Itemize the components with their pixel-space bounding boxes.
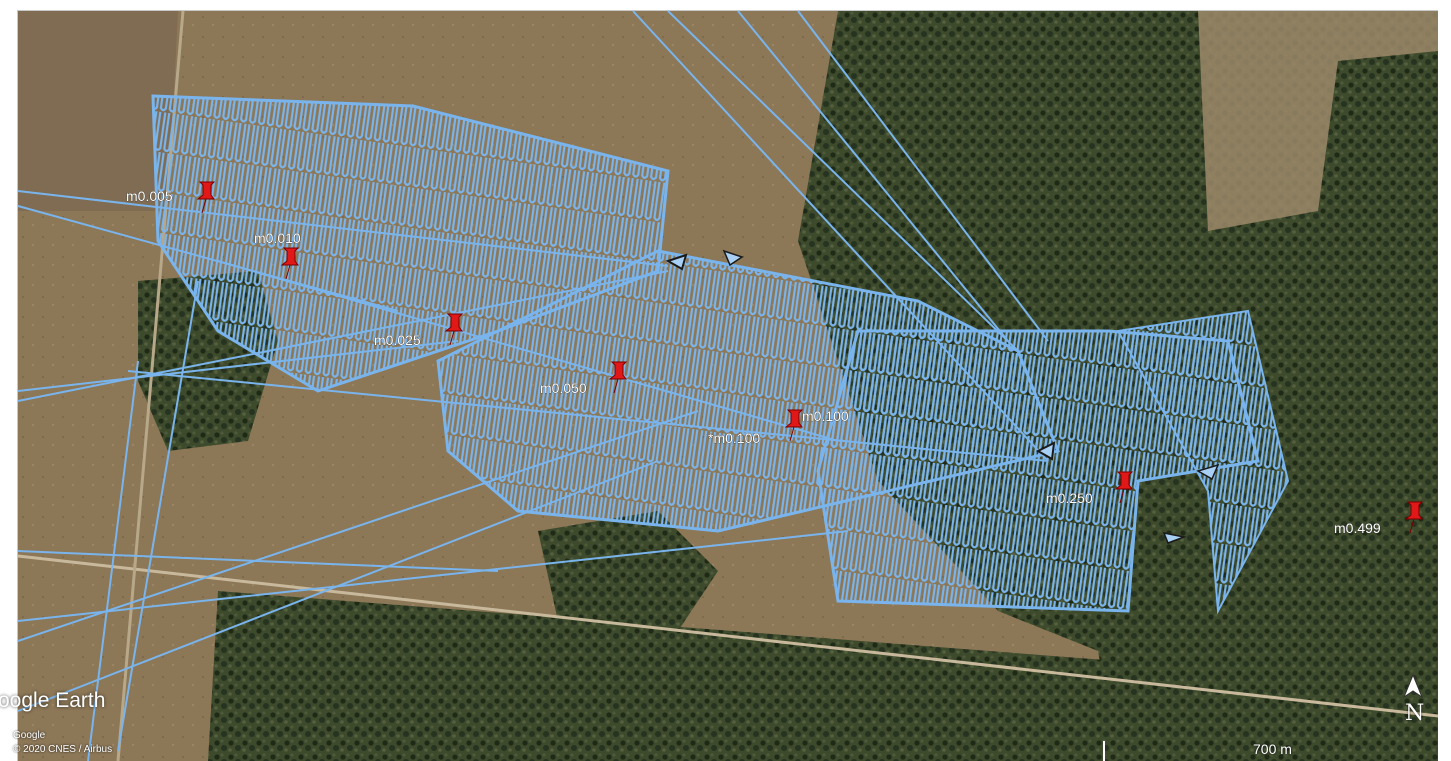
placemark-label: m0.005 xyxy=(126,188,173,204)
placemark-label: m0.100 xyxy=(802,408,849,424)
field-northeast xyxy=(1198,11,1438,231)
field-west xyxy=(18,11,178,211)
red-pushpin-icon xyxy=(444,313,464,346)
compass-north-label: N xyxy=(1405,701,1425,726)
bushland-south xyxy=(208,591,1148,761)
track-swath-far-east xyxy=(1116,309,1290,615)
placemark-label: *m0.100 xyxy=(708,430,760,446)
map-viewport[interactable]: m0.005 m0.010 m0.025 m0.050 m0.100 *m0.1… xyxy=(0,10,1439,761)
arrow-triangle-icon xyxy=(722,249,744,267)
arrow-triangle-icon xyxy=(665,253,688,271)
placemark-m0050[interactable]: m0.050 xyxy=(540,361,628,396)
road-south xyxy=(17,554,1439,718)
arrow-triangle-icon xyxy=(1196,463,1220,481)
bushland-center xyxy=(538,511,718,631)
satellite-map[interactable]: m0.005 m0.010 m0.025 m0.050 m0.100 *m0.1… xyxy=(17,10,1439,761)
north-arrow-icon xyxy=(1402,673,1424,699)
placemark-label: m0.250 xyxy=(1046,490,1093,506)
scale-tick xyxy=(1103,741,1105,761)
direction-arrows xyxy=(665,249,1220,544)
scale-label: 700 m xyxy=(1253,741,1292,757)
placemark-m0025[interactable]: m0.025 xyxy=(374,313,464,348)
red-pushpin-icon xyxy=(784,409,804,442)
red-pushpin-icon xyxy=(1114,471,1134,504)
placemark-m0499[interactable]: m0.499 xyxy=(1334,501,1424,536)
placemark-m0250[interactable]: m0.250 xyxy=(1046,471,1134,506)
red-pushpin-icon xyxy=(608,361,628,394)
attribution-line: © 2020 CNES / Airbus xyxy=(13,744,113,755)
placemark-label: m0.050 xyxy=(540,380,587,396)
arrow-triangle-icon xyxy=(1035,441,1056,461)
scale-bar: 700 m xyxy=(1103,739,1363,761)
placemark-label: m0.025 xyxy=(374,332,421,348)
google-earth-logo: oogle Earth xyxy=(0,689,106,712)
gps-track-layer xyxy=(17,10,1290,761)
placemark-m0005[interactable]: m0.005 xyxy=(126,181,216,214)
placemark-label: m0.010 xyxy=(254,230,301,246)
placemark-m0100[interactable]: m0.100 *m0.100 xyxy=(708,408,850,447)
red-pushpin-icon xyxy=(196,181,216,214)
placemark-label: m0.499 xyxy=(1334,520,1381,536)
red-pushpin-icon xyxy=(280,247,300,280)
red-pushpin-icon xyxy=(1404,501,1424,534)
placemark-m0010[interactable]: m0.010 xyxy=(254,230,301,280)
attribution-line: Google xyxy=(13,730,46,741)
imagery-attribution: Google © 2020 CNES / Airbus xyxy=(13,729,112,757)
arrow-triangle-icon xyxy=(1162,531,1187,544)
compass[interactable]: N xyxy=(1398,671,1428,731)
